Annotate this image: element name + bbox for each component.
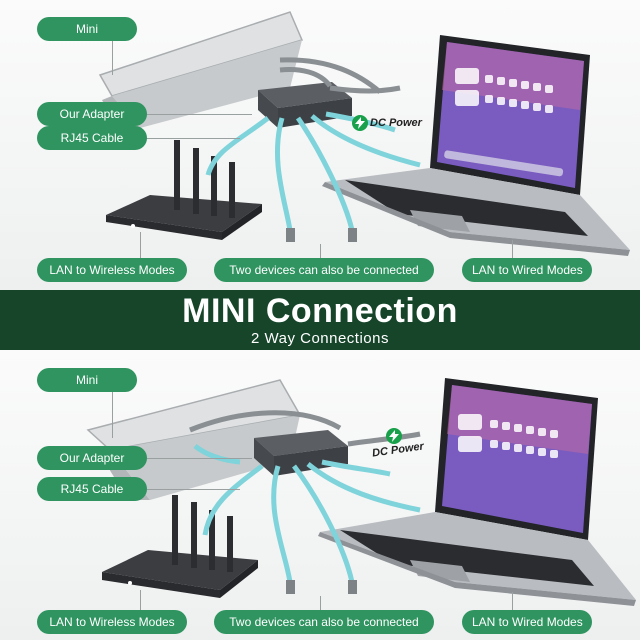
lightning-bolt-icon [352,115,368,131]
banner-title: MINI Connection [182,292,458,330]
wireless-leader-line [140,232,141,258]
two-devices-leader-line [320,244,321,258]
mini-label-2: Mini [37,368,137,392]
adapter-leader-line-2 [142,458,252,459]
mini-leader-line-2 [112,390,113,438]
mini-connection-banner: MINI Connection 2 Way Connections [0,290,640,350]
banner-subtitle: 2 Way Connections [250,330,389,347]
two-devices-label-2: Two devices can also be connected [214,610,434,634]
adapter-leader-line [142,114,252,115]
rj45-cable-label: RJ45 Cable [37,126,147,150]
our-adapter-label: Our Adapter [37,102,147,126]
wired-leader-line-2 [512,592,513,610]
lan-wireless-label-2: LAN to Wireless Modes [37,610,187,634]
cable-leader-line-2 [145,489,240,490]
top-diagram-panel: Mini Our Adapter RJ45 Cable LAN to Wirel… [0,0,640,290]
rj45-cable-label-2: RJ45 Cable [37,477,147,501]
wired-leader-line [512,240,513,258]
mini-label: Mini [37,17,137,41]
two-devices-label: Two devices can also be connected [214,258,434,282]
dc-power-label: DC Power [370,117,422,129]
lan-wireless-label: LAN to Wireless Modes [37,258,187,282]
mini-leader-line [112,29,113,75]
two-devices-leader-line-2 [320,596,321,610]
lightning-bolt-icon [386,428,402,444]
lan-wired-label: LAN to Wired Modes [462,258,592,282]
cable-leader-line [145,138,240,139]
our-adapter-label-2: Our Adapter [37,446,147,470]
lan-wired-label-2: LAN to Wired Modes [462,610,592,634]
top-device-illustration [98,11,630,256]
bottom-diagram-panel: Mini Our Adapter RJ45 Cable LAN to Wirel… [0,350,640,640]
wireless-leader-line-2 [140,590,141,610]
